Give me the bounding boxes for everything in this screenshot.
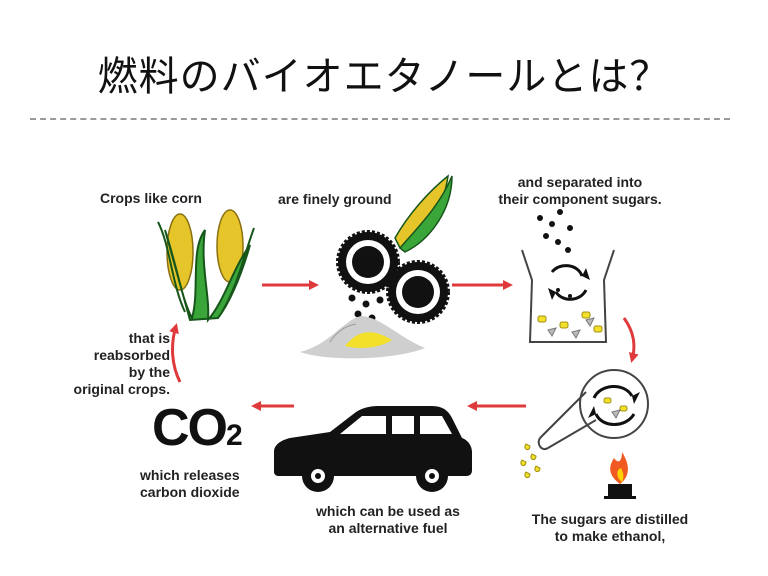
car-icon — [274, 406, 472, 492]
separator-icon — [521, 209, 615, 343]
flame-icon — [604, 452, 636, 499]
step-separated-label-1: and separated into — [517, 174, 643, 190]
step-fuel-label-1: which can be used as — [316, 503, 460, 519]
step-crops-label: Crops like corn — [100, 190, 202, 206]
distiller-icon — [520, 369, 649, 479]
arrow-separated-to-distilled — [622, 317, 639, 363]
grinder-icon — [300, 174, 453, 359]
co2-subscript: 2 — [226, 419, 243, 452]
co2-symbol: CO2 — [152, 398, 243, 458]
step-reabsorbed-label-3: by the — [128, 364, 170, 380]
step-releases-label-1: which releases — [140, 467, 240, 483]
step-fuel-label-2: an alternative fuel — [328, 520, 448, 536]
title-divider — [30, 118, 730, 120]
page-title: 燃料のバイオエタノールとは？ — [97, 54, 671, 100]
step-distilled-label-1: The sugars are distilled — [531, 511, 689, 527]
step-reabsorbed-label-1: that is — [128, 330, 170, 346]
step-ground-label: are finely ground — [278, 191, 392, 207]
step-separated-label-2: their component sugars. — [498, 191, 662, 207]
step-reabsorbed-label-2: reabsorbed — [93, 347, 170, 363]
step-distilled-label-2: to make ethanol, — [554, 528, 666, 544]
arrow-co2-to-corn — [169, 323, 182, 383]
step-releases-label-2: carbon dioxide — [140, 484, 240, 500]
corn-icon — [157, 209, 255, 324]
step-reabsorbed-label-4: original crops. — [73, 381, 170, 397]
co2-main: CO — [152, 399, 228, 457]
